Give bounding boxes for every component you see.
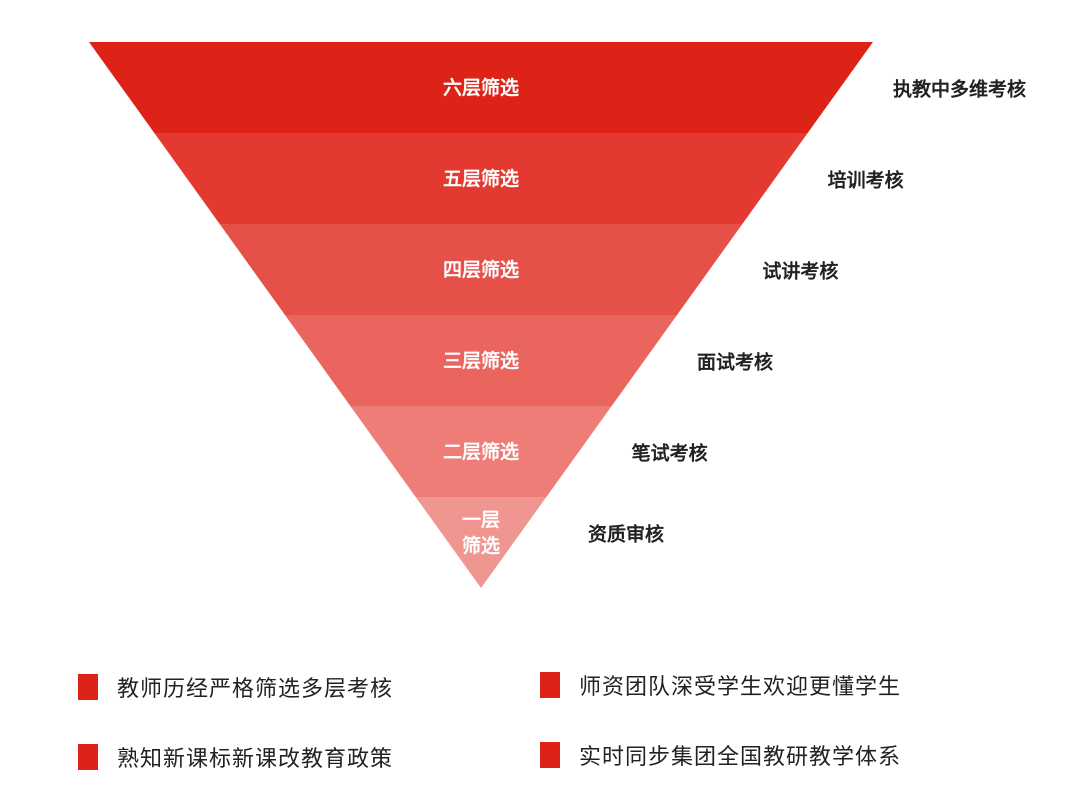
- assessment-label: 试讲考核: [762, 260, 839, 282]
- funnel-level-label: 五层筛选: [442, 167, 519, 190]
- funnel-level-label: 三层筛选: [442, 349, 519, 372]
- legend-text: 教师历经严格筛选多层考核: [117, 677, 394, 702]
- legend-item: 师资团队深受学生欢迎更懂学生: [540, 669, 901, 701]
- funnel-level-3: [285, 315, 677, 406]
- legend-text: 师资团队深受学生欢迎更懂学生: [579, 675, 902, 700]
- red-square-icon: [78, 744, 98, 770]
- funnel-level-2: [350, 406, 612, 497]
- legend-text: 实时同步集团全国教研教学体系: [579, 745, 902, 770]
- red-square-icon: [78, 674, 98, 700]
- legend-item: 熟知新课标新课改教育政策: [78, 741, 393, 773]
- assessment-label: 资质审核: [588, 523, 665, 546]
- funnel-level-label: 六层筛选: [442, 76, 519, 99]
- legend-item: 实时同步集团全国教研教学体系: [540, 739, 901, 771]
- funnel-level-label: 一层 筛选: [461, 509, 500, 557]
- funnel-level-1: [415, 497, 547, 588]
- funnel-level-6: [89, 42, 873, 133]
- funnel-level-5: [154, 133, 808, 224]
- assessment-label: 笔试考核: [631, 442, 708, 464]
- red-square-icon: [540, 742, 560, 768]
- assessment-label: 执教中多维考核: [893, 78, 1027, 100]
- funnel-level-label: 四层筛选: [442, 258, 519, 281]
- red-square-icon: [540, 672, 560, 698]
- legend-text: 熟知新课标新课改教育政策: [117, 747, 394, 772]
- assessment-label: 面试考核: [697, 351, 774, 373]
- assessment-label: 培训考核: [827, 169, 904, 191]
- funnel-level-label: 二层筛选: [442, 440, 519, 463]
- funnel-level-4: [219, 224, 743, 315]
- legend-item: 教师历经严格筛选多层考核: [78, 671, 393, 703]
